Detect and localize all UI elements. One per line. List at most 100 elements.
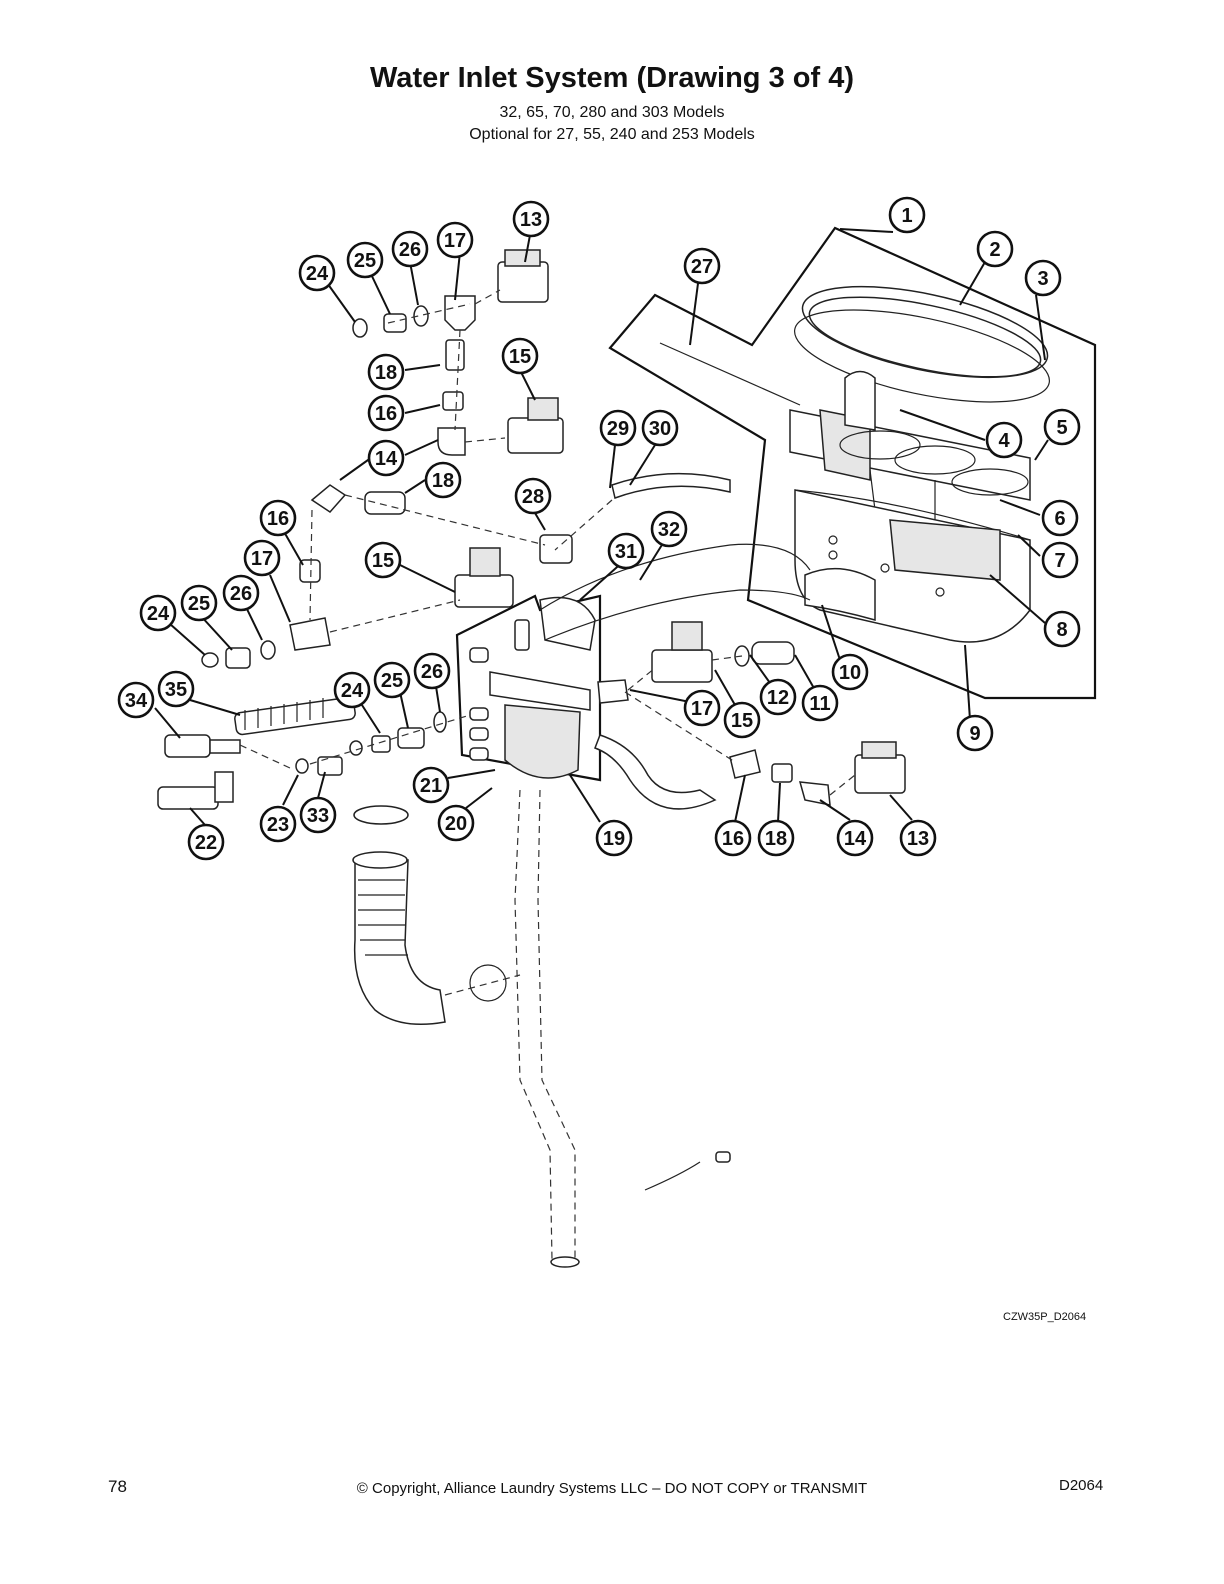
svg-text:34: 34 [125, 690, 148, 712]
svg-text:32: 32 [658, 519, 680, 541]
callout-6: 6 [1041, 499, 1079, 537]
svg-text:18: 18 [432, 470, 454, 492]
svg-text:16: 16 [375, 403, 397, 425]
callout-33: 33 [299, 796, 337, 834]
callout-27: 27 [683, 247, 721, 285]
callout-23: 23 [259, 805, 297, 843]
callout-8: 8 [1043, 610, 1081, 648]
svg-text:1: 1 [901, 205, 912, 227]
svg-text:25: 25 [188, 593, 210, 615]
svg-text:33: 33 [307, 805, 329, 827]
callout-34: 34 [117, 681, 155, 719]
callout-11: 11 [801, 684, 839, 722]
svg-text:2: 2 [989, 239, 1000, 261]
svg-text:29: 29 [607, 418, 629, 440]
dispenser-cup-part [789, 370, 1031, 521]
svg-text:22: 22 [195, 832, 217, 854]
callout-24: 24 [298, 254, 336, 292]
callout-29: 29 [599, 409, 637, 447]
svg-text:17: 17 [444, 230, 466, 252]
page-number: 78 [108, 1477, 127, 1496]
svg-text:16: 16 [722, 828, 744, 850]
copyright-notice: © Copyright, Alliance Laundry Systems LL… [356, 1480, 868, 1497]
svg-text:4: 4 [998, 430, 1010, 452]
callout-13: 13 [512, 200, 550, 238]
optional-models-subtitle: Optional for 27, 55, 240 and 253 Models [469, 126, 755, 143]
callout-14: 14 [367, 439, 405, 477]
callout-4: 4 [985, 421, 1023, 459]
svg-text:25: 25 [354, 250, 376, 272]
svg-text:18: 18 [375, 362, 397, 384]
svg-text:28: 28 [522, 486, 544, 508]
svg-text:15: 15 [372, 550, 394, 572]
callout-15: 15 [501, 337, 539, 375]
drain-hose-part [352, 789, 731, 1268]
rod-part [659, 342, 801, 406]
callout-28: 28 [514, 477, 552, 515]
callout-19: 19 [595, 819, 633, 857]
svg-text:24: 24 [341, 680, 364, 702]
svg-text:17: 17 [691, 698, 713, 720]
svg-text:17: 17 [251, 548, 273, 570]
callout-5: 5 [1043, 408, 1081, 446]
valve-manifold-frame [455, 594, 602, 782]
callout-3: 3 [1024, 259, 1062, 297]
dispenser-housing-part [794, 489, 1031, 643]
callout-9: 9 [956, 714, 994, 752]
svg-text:31: 31 [615, 541, 637, 563]
svg-text:10: 10 [839, 662, 861, 684]
callout-26: 26 [391, 230, 429, 268]
svg-text:26: 26 [421, 661, 443, 683]
svg-text:21: 21 [420, 775, 442, 797]
callout-17: 17 [243, 539, 281, 577]
right-valve-group [594, 621, 906, 810]
callout-20: 20 [437, 804, 475, 842]
svg-text:26: 26 [399, 239, 421, 261]
callout-18: 18 [424, 461, 462, 499]
svg-text:9: 9 [969, 723, 980, 745]
left-fittings-group [157, 696, 471, 810]
callout-17: 17 [436, 221, 474, 259]
callout-17: 17 [683, 689, 721, 727]
lid-gasket-part [793, 309, 1051, 403]
callout-18: 18 [367, 353, 405, 391]
callout-24: 24 [333, 671, 371, 709]
svg-text:12: 12 [767, 687, 789, 709]
svg-text:16: 16 [267, 508, 289, 530]
callout-16: 16 [367, 394, 405, 432]
models-subtitle: 32, 65, 70, 280 and 303 Models [499, 104, 725, 121]
callout-35: 35 [157, 670, 195, 708]
svg-text:15: 15 [509, 346, 531, 368]
callout-15: 15 [723, 701, 761, 739]
callout-15: 15 [364, 541, 402, 579]
svg-text:15: 15 [731, 710, 753, 732]
callout-16: 16 [259, 499, 297, 537]
valve-manifold-part [469, 596, 596, 779]
callout-25: 25 [373, 661, 411, 699]
hose-32-part [539, 543, 811, 641]
svg-text:24: 24 [147, 603, 170, 625]
dispenser-assembly-frame [608, 226, 1097, 700]
dispenser-lid-part [801, 285, 1049, 379]
callout-1: 1 [888, 196, 926, 234]
page-title: Water Inlet System (Drawing 3 of 4) [370, 62, 854, 94]
svg-text:13: 13 [907, 828, 929, 850]
callout-22: 22 [187, 823, 225, 861]
svg-text:35: 35 [165, 679, 187, 701]
callout-18: 18 [757, 819, 795, 857]
callout-31: 31 [607, 532, 645, 570]
svg-text:23: 23 [267, 814, 289, 836]
svg-text:18: 18 [765, 828, 787, 850]
callout-7: 7 [1041, 541, 1079, 579]
callout-13: 13 [899, 819, 937, 857]
callout-32: 32 [650, 510, 688, 548]
svg-text:5: 5 [1056, 417, 1067, 439]
svg-text:8: 8 [1056, 619, 1067, 641]
svg-text:13: 13 [520, 209, 542, 231]
callout-bubbles: 1 2 3 4 5 6 7 8 9 10 11 12 13 14 15 16 1… [117, 196, 1081, 861]
drawing-code: CZW35P_D2064 [1003, 1311, 1087, 1323]
callout-25: 25 [180, 584, 218, 622]
callout-26: 26 [413, 652, 451, 690]
svg-text:20: 20 [445, 813, 467, 835]
